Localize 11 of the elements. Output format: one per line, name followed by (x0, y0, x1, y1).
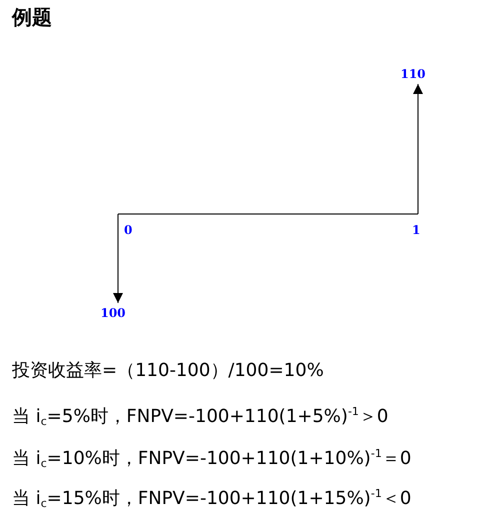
cash-flow-value: 110 (397, 67, 429, 81)
formula-text: 投资收益率=（110-100）/100=10% (12, 359, 324, 383)
cash-flow-value: 100 (97, 306, 129, 320)
time-label: 0 (124, 223, 132, 237)
title: 例题 (12, 5, 52, 29)
arrow (413, 84, 423, 214)
time-label: 1 (412, 223, 420, 237)
formula-text: 当 i$_{c}$=15%时，FNPV=-100+110(1+15%)$^{-1}$＜0 (12, 486, 412, 512)
formula-text: 当 i$_{c}$=5%时，FNPV=-100+110(1+5%)$^{-1}$＞0 (12, 404, 388, 430)
formula-text: 当 i$_{c}$=10%时，FNPV=-100+110(1+10%)$^{-1}$＝0 (12, 446, 412, 472)
arrow (113, 214, 123, 304)
